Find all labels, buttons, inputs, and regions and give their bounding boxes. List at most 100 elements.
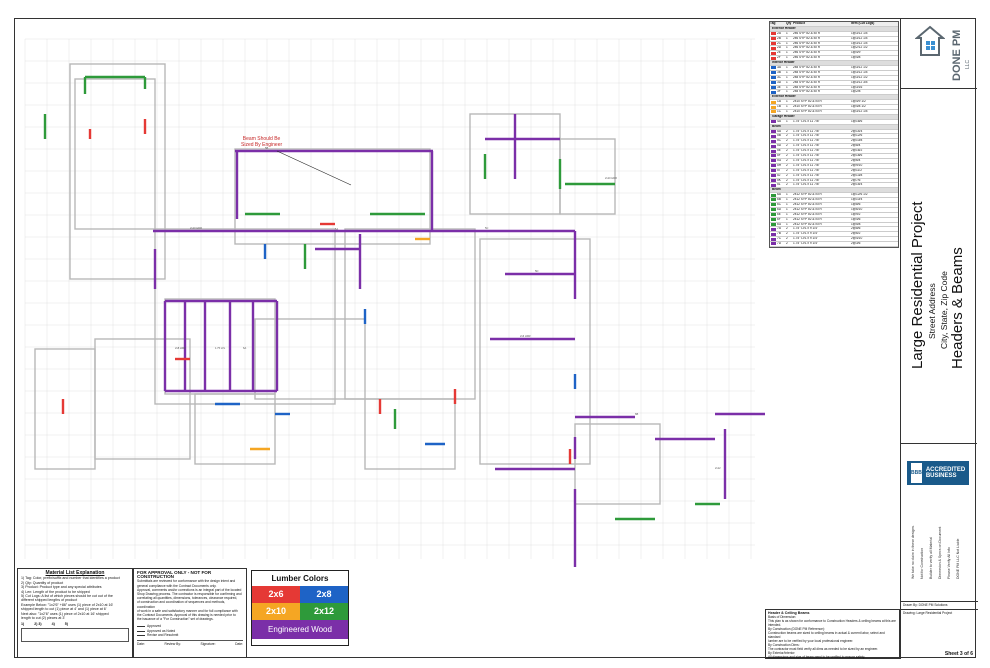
schedule-cut: 1@10/4 [851, 198, 863, 202]
approval-check-item[interactable]: Approved as Noted [137, 629, 243, 633]
schedule-cut: 1@3/12 1/4 [851, 36, 868, 40]
schedule-tag: 5H [777, 163, 782, 167]
city-state-zip: City, State, Zip Code [939, 271, 949, 349]
schedule-cut: 1@12/6 1/2 [851, 193, 868, 197]
header-note-line: Basis of Dimension: [768, 615, 797, 619]
schedule-tag: 5E [777, 149, 781, 153]
approval-box: FOR APPROVAL ONLY - NOT FOR CONSTRUCTION… [133, 568, 247, 658]
schedule-qty: 1 [786, 202, 788, 206]
material-example-table [21, 627, 129, 642]
plan-label: 2x12 [715, 466, 721, 470]
schedule-product: 1.75" LVL x 11 7/8" [793, 183, 820, 187]
schedule-tag: 1A [777, 100, 781, 104]
approval-lines: Submittals are reviewed for conformance … [137, 579, 243, 621]
schedule-cut: 2@15/4 [851, 183, 863, 187]
schedule-tag: 6C [777, 202, 782, 206]
legal-line: Builder to verify all Material [929, 536, 933, 579]
schedule-tag-cell: 4A [770, 120, 786, 124]
schedule-qty: 2 [786, 183, 788, 187]
approval-check-item[interactable]: Approved [137, 624, 243, 628]
schedule-product: 1.75" LVL x 11 7/8" [793, 144, 820, 148]
tag-color-swatch [771, 56, 776, 60]
schedule-qty: 2 [786, 227, 788, 231]
tag-color-swatch [771, 76, 776, 80]
schedule-qty: 2 [786, 129, 788, 133]
tag-color-swatch [771, 85, 776, 89]
schedule-cut: 1@2/12 1/2 [851, 46, 868, 50]
schedule-cut: 2@18/6 [851, 154, 863, 158]
schedule-tag: 2F [777, 56, 781, 60]
schedule-header-cell: Product [793, 22, 806, 25]
schedule-qty: 1 [786, 80, 788, 84]
schedule-tag-cell: 5E [770, 149, 786, 153]
tag-color-swatch [771, 232, 776, 236]
schedule-tag-cell: 7A [770, 227, 786, 231]
schedule-group-row: Beam [770, 188, 898, 194]
schedule-tag: 7D [777, 242, 782, 246]
tag-color-swatch [771, 134, 776, 138]
header-note-line: By Exterior/Interior: [768, 651, 796, 655]
schedule-tag-cell: 2F [770, 56, 786, 60]
approval-checkbox[interactable] [137, 634, 145, 636]
schedule-tag: 7B [777, 232, 781, 236]
schedule-qty: 1 [786, 31, 788, 35]
tag-color-swatch [771, 66, 776, 70]
legal-line: Dimension & Specs on Document [938, 526, 942, 579]
schedule-tag: 5B [777, 134, 781, 138]
tag-color-swatch [771, 139, 776, 143]
approval-footer-field: Review By: [164, 642, 181, 647]
schedule-tag-cell: 5G [770, 159, 786, 163]
schedule-product: 1.75" LVL x 9 1/4" [793, 232, 819, 236]
schedule-product: 2x10 SYP #2 & BTR [793, 100, 822, 104]
schedule-group-row: Garage Header [770, 114, 898, 120]
material-list-lines: 1) Tag: Color, prefix/suffix and number … [21, 576, 129, 620]
approval-checkbox[interactable] [137, 626, 145, 628]
schedule-tag-cell: 3B [770, 71, 786, 75]
approval-line: general compliance with the Contract Doc… [137, 583, 217, 588]
schedule-cut: 1@3/12 1/4 [851, 70, 868, 74]
header-note-line: Construction beams are sized to ceiling … [768, 631, 885, 639]
tag-color-swatch [771, 242, 776, 246]
approval-check-item[interactable]: Revise and Resubmit [137, 633, 243, 637]
approval-line: Submittals are reviewed for conformance … [137, 579, 236, 584]
approval-footer-field: Signature: [200, 642, 216, 647]
schedule-tag: 5K [777, 178, 781, 182]
header-notes-lines: Basis of Dimension:This plan is as shown… [768, 615, 897, 659]
plan-label: 1.75 LVL [215, 346, 226, 350]
schedule-cut: 2@10/8 [851, 139, 863, 143]
schedule-cut: 2@16/2 [851, 149, 863, 153]
tag-color-swatch [771, 105, 776, 109]
schedule-product: 2x8 SYP #2 & BTR [793, 70, 821, 74]
schedule-product: 2x8 SYP #2 & BTR [793, 75, 821, 79]
material-example-cols: 1)2) 3)4)5) [21, 622, 129, 626]
schedule-cut: 2@8/6 [851, 227, 861, 231]
schedule-product: 1.75" LVL x 11 7/8" [793, 134, 820, 138]
header-note-line: The contractor must field verify all dim… [768, 647, 879, 651]
schedule-tag-cell: 7D [770, 242, 786, 246]
schedule-qty: 1 [786, 105, 788, 109]
schedule-cut: 2@11/2 [851, 168, 862, 172]
schedule-product: 2x8 SYP #2 & BTR [793, 80, 821, 84]
approval-checkbox[interactable] [137, 630, 145, 632]
schedule-cut: 1@16/6 [851, 119, 863, 123]
header-note-line: All dimensions and size of beam need to … [768, 655, 866, 659]
schedule-product: 2x6 SYP #2 & BTR [793, 46, 821, 50]
schedule-tag: 2D [777, 46, 782, 50]
plan-label: 2x10 HDR [190, 226, 202, 230]
schedule-cut: 2@12/6 [851, 134, 863, 138]
tag-color-swatch [771, 110, 776, 114]
plan-label: 6B [635, 412, 638, 416]
approval-line: the Contract Documents. Approval of this… [137, 613, 236, 618]
schedule-qty: 1 [786, 193, 788, 197]
schedule-product: 1.75" LVL x 11 7/8" [793, 163, 820, 167]
